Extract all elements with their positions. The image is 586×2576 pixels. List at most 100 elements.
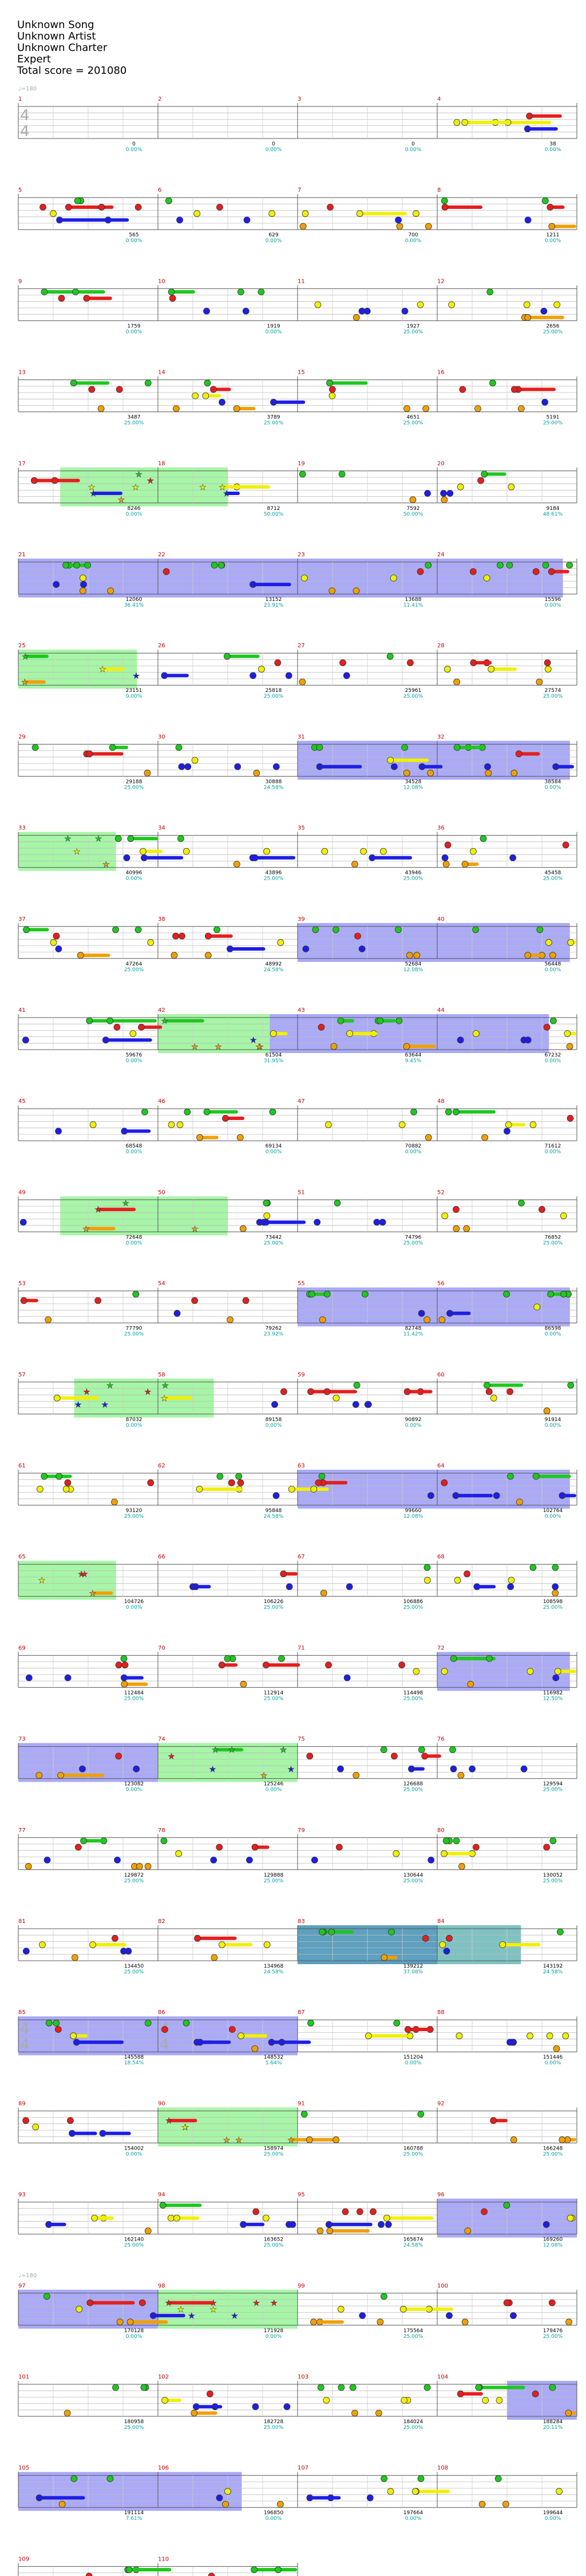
note-gem bbox=[51, 477, 58, 484]
measure-score: 162140 bbox=[124, 2237, 144, 2243]
note-gem bbox=[406, 2032, 414, 2040]
note-gem bbox=[567, 939, 575, 946]
measure-number: 96 bbox=[437, 2192, 445, 2198]
measure-percent: 25.00% bbox=[124, 1696, 144, 1701]
note-gem bbox=[484, 763, 491, 770]
measure-number: 14 bbox=[158, 370, 165, 376]
note-gem bbox=[401, 2397, 408, 2404]
measure-percent: 25.00% bbox=[124, 967, 144, 973]
star-note: ★ bbox=[253, 2299, 260, 2308]
measure-score: 165674 bbox=[403, 2237, 423, 2243]
note-gem bbox=[80, 587, 86, 595]
note-gem bbox=[163, 568, 170, 575]
star-note: ★ bbox=[223, 489, 231, 498]
measure-score: 158974 bbox=[264, 2146, 284, 2151]
measure-number: 43 bbox=[298, 1007, 305, 1014]
note-gem bbox=[543, 1023, 551, 1031]
measure-number: 46 bbox=[158, 1098, 165, 1105]
measure-percent: 11.41% bbox=[403, 603, 423, 608]
note-gem bbox=[410, 1108, 418, 1115]
note-gem bbox=[490, 1394, 497, 1402]
note-gem bbox=[299, 470, 306, 478]
note-gem bbox=[227, 945, 233, 952]
note-gem bbox=[556, 2488, 563, 2495]
note-gem bbox=[518, 1200, 525, 1206]
measure-number: 82 bbox=[158, 1918, 165, 1925]
note-gem bbox=[236, 1134, 244, 1141]
note-gem bbox=[443, 1948, 450, 1955]
note-gem bbox=[85, 2573, 93, 2576]
note-gem bbox=[494, 2475, 502, 2482]
note-gem bbox=[463, 1225, 470, 1232]
note-gem bbox=[464, 1570, 470, 1577]
note-gem bbox=[242, 1297, 250, 1304]
measure-score: 3789 bbox=[267, 415, 280, 421]
star-note: ★ bbox=[132, 483, 140, 492]
measure-score: 5191 bbox=[547, 415, 560, 421]
measure-number: 33 bbox=[18, 825, 26, 832]
note-gem bbox=[559, 1492, 566, 1499]
note-gem bbox=[548, 2299, 556, 2306]
measure-score: 116982 bbox=[543, 1690, 563, 1696]
note-gem bbox=[234, 763, 241, 770]
measure-percent: 25.00% bbox=[264, 2243, 284, 2249]
star-note: ★ bbox=[191, 1042, 199, 1051]
note-gem bbox=[442, 1837, 450, 1845]
note-gem bbox=[418, 1309, 425, 1317]
note-gem bbox=[300, 2111, 308, 2118]
note-gem bbox=[76, 2305, 83, 2313]
measure-score: 171928 bbox=[264, 2328, 284, 2334]
note-gem bbox=[552, 1583, 559, 1590]
measure-score: 13688 bbox=[405, 597, 422, 603]
note-gem bbox=[211, 1954, 218, 1961]
note-gem bbox=[444, 666, 451, 673]
note-gem bbox=[449, 1746, 456, 1754]
measure-percent: 0.00% bbox=[545, 238, 561, 244]
note-gem bbox=[314, 1218, 321, 1226]
note-gem bbox=[70, 379, 77, 387]
measure-score: 91914 bbox=[545, 1417, 561, 1423]
measure-number: 99 bbox=[298, 2283, 305, 2289]
measure-number: 76 bbox=[437, 1736, 445, 1743]
note-gem bbox=[412, 210, 419, 217]
measure-percent: 12.08% bbox=[403, 785, 423, 790]
note-gem bbox=[517, 405, 525, 412]
note-gem bbox=[138, 2299, 146, 2306]
note-gem bbox=[446, 1934, 453, 1942]
measure-score: 565 bbox=[129, 232, 138, 238]
note-gem bbox=[359, 2312, 366, 2319]
note-gem bbox=[380, 1746, 387, 1754]
note-gem bbox=[549, 952, 556, 959]
note-gem bbox=[480, 835, 487, 842]
measure-percent: 0.00% bbox=[266, 2334, 282, 2340]
note-gem bbox=[256, 1218, 263, 1226]
note-gem bbox=[335, 1843, 343, 1851]
measure-score: 114498 bbox=[403, 1690, 423, 1696]
star-note: ★ bbox=[89, 1589, 97, 1598]
star-note: ★ bbox=[209, 2299, 217, 2308]
note-gem bbox=[395, 1017, 403, 1024]
note-gem bbox=[562, 2032, 569, 2040]
measure-score: 8712 bbox=[267, 506, 280, 512]
note-gem bbox=[438, 1316, 446, 1323]
note-gem bbox=[129, 1030, 137, 1037]
measure-percent: 0.00% bbox=[405, 2060, 422, 2066]
note-gem bbox=[22, 2117, 30, 2124]
note-gem bbox=[473, 1583, 481, 1590]
star-note: ★ bbox=[165, 2299, 172, 2308]
measure-percent: 9.45% bbox=[405, 1058, 422, 1064]
note-gem bbox=[161, 2397, 168, 2404]
measure-number: 75 bbox=[298, 1736, 305, 1743]
note-gem bbox=[393, 1850, 400, 1857]
measure-number: 9 bbox=[18, 278, 22, 284]
measure-percent: 25.00% bbox=[264, 694, 284, 699]
measure-percent: 24.58% bbox=[543, 1969, 563, 1975]
measure-number: 79 bbox=[298, 1827, 305, 1834]
note-gem bbox=[288, 1486, 295, 1493]
note-gem bbox=[377, 1017, 384, 1024]
note-gem bbox=[503, 2299, 510, 2306]
measure-score: 184024 bbox=[403, 2419, 423, 2425]
measure-percent: 25.00% bbox=[403, 2425, 423, 2431]
note-gem bbox=[183, 2019, 190, 2027]
